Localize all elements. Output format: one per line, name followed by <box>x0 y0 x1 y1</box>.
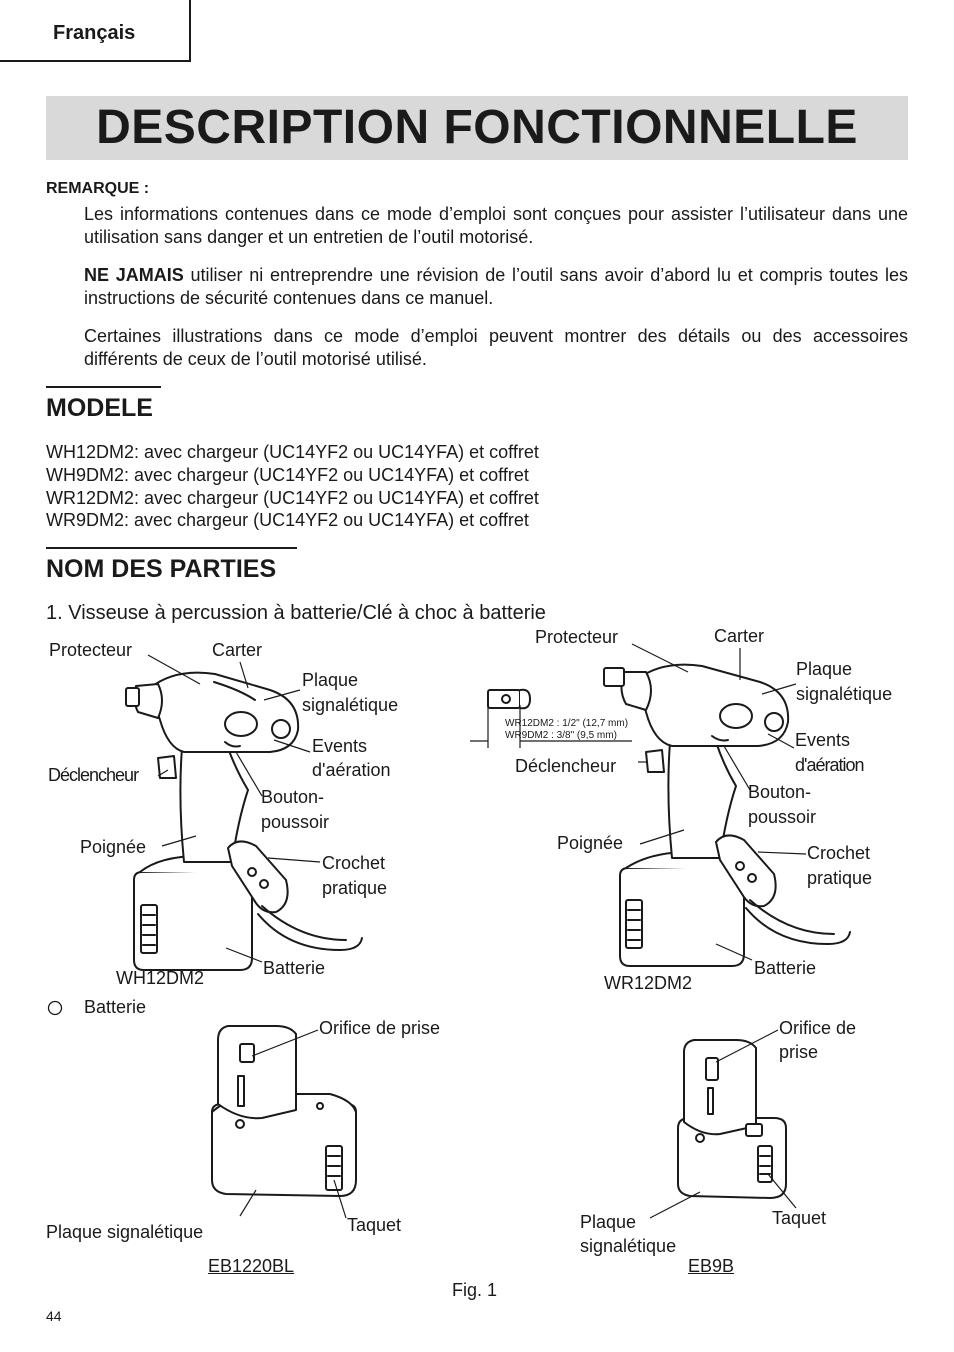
battery-heading: Batterie <box>84 997 147 1017</box>
label-poussoir: poussoir <box>261 812 330 832</box>
impact-wrench-illustration <box>487 663 851 967</box>
label-taquet: Taquet <box>347 1215 402 1235</box>
section-heading-modele: MODELE <box>46 386 161 423</box>
label-model-eb1220bl: EB1220BL <box>208 1256 295 1276</box>
model-line: WR9DM2: avec chargeur (UC14YF2 ou UC14YF… <box>46 510 529 530</box>
remark-paragraph-1: Les informations contenues dans ce mode … <box>84 204 908 247</box>
page-number: 44 <box>46 1308 62 1324</box>
figure-caption: Fig. 1 <box>452 1280 498 1300</box>
language-label: Français <box>53 22 136 44</box>
label-declencheur: Déclencheur <box>48 765 139 785</box>
remark-paragraph-3: Certaines illustrations dans ce mode d’e… <box>84 326 908 369</box>
label-events: Events <box>312 736 368 756</box>
label-batterie: Batterie <box>754 958 817 978</box>
label-poignee: Poignée <box>557 833 624 853</box>
label-signaletique: signalétique <box>796 684 893 704</box>
label-poignee: Poignée <box>80 837 147 857</box>
label-plaque: Plaque <box>302 670 359 690</box>
label-pratique: pratique <box>807 868 873 888</box>
model-line: WH9DM2: avec chargeur (UC14YF2 ou UC14YF… <box>46 465 529 485</box>
label-signaletique: signalétique <box>302 695 399 715</box>
label-batterie: Batterie <box>263 958 326 978</box>
label-crochet: Crochet <box>322 853 386 873</box>
title-bar: DESCRIPTION FONCTIONNELLE <box>46 96 908 160</box>
remark-paragraph-2: NE JAMAIS utiliser ni entreprendre une r… <box>84 264 908 310</box>
label-aeration: d'aération <box>312 760 391 780</box>
label-plaque-signaletique: Plaque signalétique <box>46 1222 204 1242</box>
label-aeration: d'aération <box>795 755 864 775</box>
label-declencheur: Déclencheur <box>515 756 617 776</box>
model-line: WH12DM2: avec chargeur (UC14YF2 ou UC14Y… <box>46 442 539 462</box>
leader-lines <box>147 643 807 1219</box>
label-model-wh12dm2: WH12DM2 <box>116 968 205 988</box>
label-signaletique: signalétique <box>580 1236 677 1256</box>
label-orifice-de-prise: Orifice de prise <box>319 1018 441 1038</box>
label-spec-wr12dm2: WR12DM2 : 1/2" (12,7 mm) <box>505 718 629 729</box>
label-spec-wr9dm2: WR9DM2 : 3/8" (9,5 mm) <box>505 730 617 741</box>
section-heading-parts: NOM DES PARTIES <box>46 547 297 584</box>
label-orifice-de: Orifice de <box>779 1018 857 1038</box>
label-carter: Carter <box>212 640 263 660</box>
label-prise: prise <box>779 1042 819 1062</box>
label-plaque: Plaque <box>796 659 853 679</box>
battery-eb1220bl-illustration <box>211 1025 357 1197</box>
page-title: DESCRIPTION FONCTIONNELLE <box>96 101 858 154</box>
label-crochet: Crochet <box>807 843 871 863</box>
label-events: Events <box>795 730 851 750</box>
label-bouton: Bouton- <box>261 787 325 807</box>
label-carter: Carter <box>714 626 765 646</box>
remark-label: REMARQUE : <box>46 180 150 197</box>
label-plaque: Plaque <box>580 1212 637 1232</box>
language-tab: Français <box>0 0 191 62</box>
parts-item-1: 1. Visseuse à percussion à batterie/Clé … <box>46 602 546 624</box>
label-protecteur: Protecteur <box>49 640 133 660</box>
label-protecteur: Protecteur <box>535 627 619 647</box>
bullet-circle <box>47 1000 63 1016</box>
label-taquet: Taquet <box>772 1208 827 1228</box>
label-poussoir: poussoir <box>748 807 817 827</box>
model-line: WR12DM2: avec chargeur (UC14YF2 ou UC14Y… <box>46 488 539 508</box>
battery-eb9b-illustration <box>677 1039 787 1199</box>
label-model-eb9b: EB9B <box>688 1256 735 1276</box>
label-bouton: Bouton- <box>748 782 812 802</box>
remark-warning-bold: NE JAMAIS <box>84 265 184 285</box>
label-pratique: pratique <box>322 878 388 898</box>
label-model-wr12dm2: WR12DM2 <box>604 973 693 993</box>
remark-warning-text: utiliser ni entreprendre une révision de… <box>84 265 908 308</box>
